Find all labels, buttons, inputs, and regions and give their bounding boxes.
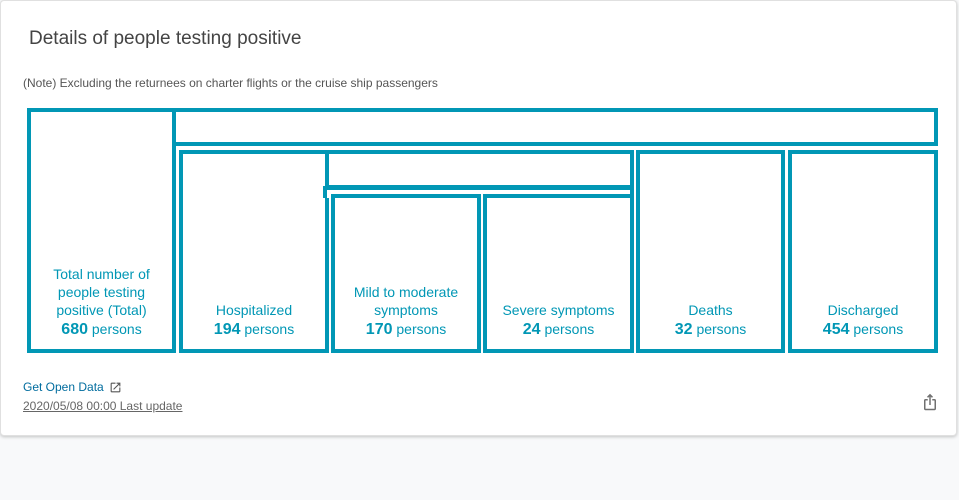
cell-mild-label: Mild to moderate symptoms [353, 284, 459, 318]
open-data-label: Get Open Data [23, 380, 104, 394]
cell-total: Total number of people testing positive … [27, 108, 176, 353]
external-link-icon [110, 382, 121, 392]
open-data-link[interactable]: Get Open Data [23, 380, 122, 394]
cell-severe-value: 24 [522, 321, 541, 338]
cell-deaths-unit: persons [696, 321, 747, 337]
cell-severe-label: Severe symptoms [502, 302, 615, 318]
cell-hospitalized-unit: persons [244, 321, 295, 337]
card-note: (Note) Excluding the returnees on charte… [23, 76, 438, 90]
cell-deaths-label: Deaths [688, 302, 733, 318]
cell-severe: Severe symptoms 24 persons [483, 194, 634, 353]
cell-discharged: Discharged 454 persons [788, 150, 938, 353]
share-icon[interactable] [921, 393, 939, 411]
testing-positive-card: Details of people testing positive (Note… [0, 0, 957, 436]
cell-deaths-value: 32 [674, 321, 693, 338]
cell-severe-unit: persons [544, 321, 595, 337]
cell-total-unit: persons [91, 321, 142, 337]
cell-discharged-label: Discharged [827, 302, 899, 318]
cell-discharged-unit: persons [853, 321, 904, 337]
cell-total-label: Total number of people testing positive … [53, 266, 150, 318]
cell-mild: Mild to moderate symptoms 170 persons [331, 194, 481, 353]
card-title: Details of people testing positive [29, 28, 302, 49]
last-update-text: 2020/05/08 00:00 Last update [23, 399, 183, 413]
cell-hospitalized-label: Hospitalized [215, 302, 293, 318]
cell-deaths: Deaths 32 persons [636, 150, 785, 353]
cell-hospitalized-value: 194 [213, 321, 241, 338]
cell-discharged-value: 454 [822, 321, 850, 338]
cell-total-value: 680 [61, 321, 88, 338]
cell-mild-value: 170 [365, 321, 393, 338]
cell-hospitalized: Hospitalized 194 persons [179, 150, 329, 353]
frame-total [27, 108, 938, 146]
cell-mild-unit: persons [396, 321, 447, 337]
